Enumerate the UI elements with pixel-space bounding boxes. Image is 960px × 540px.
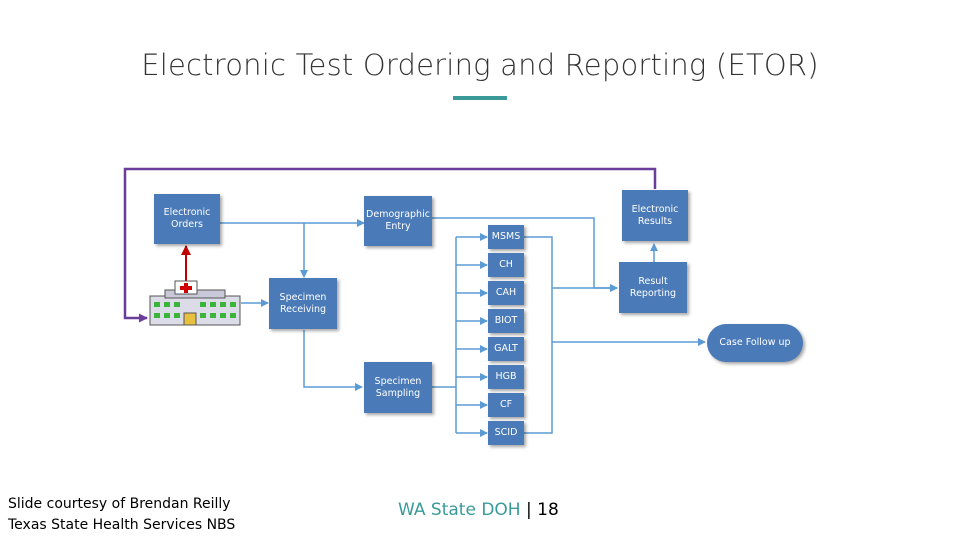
flow-tests-to-reporting: [524, 236, 553, 434]
flow-demographic-to-reporting: [432, 217, 618, 292]
test-hgb: HGB: [488, 365, 524, 389]
test-cah: CAH: [488, 281, 524, 305]
node-specimen-receiving: Specimen Receiving: [269, 278, 337, 329]
node-case-follow-up: Case Follow up: [707, 324, 803, 362]
hospital-icon: [149, 280, 241, 326]
node-demographic-entry: Demographic Entry: [364, 196, 432, 246]
page-number: 18: [537, 500, 559, 520]
title-accent-rule: [453, 96, 507, 100]
test-cf: CF: [488, 393, 524, 417]
slide-title: Electronic Test Ordering and Reporting (…: [141, 48, 819, 82]
test-galt: GALT: [488, 337, 524, 361]
footer-org: WA State DOH: [398, 500, 521, 520]
node-specimen-sampling: Specimen Sampling: [364, 362, 432, 413]
test-biot: BIOT: [488, 309, 524, 333]
node-electronic-orders: Electronic Orders: [154, 194, 220, 244]
results-feedback-loop: [123, 167, 657, 323]
test-ch: CH: [488, 253, 524, 277]
credit-line-1: Slide courtesy of Brendan Reilly: [8, 496, 231, 512]
test-scid: SCID: [488, 421, 524, 445]
credit-line-2: Texas State Health Services NBS: [8, 517, 236, 533]
footer-separator: |: [520, 500, 538, 520]
slide-credit: Slide courtesy of Brendan Reilly Texas S…: [8, 494, 235, 536]
node-result-reporting: Result Reporting: [619, 262, 687, 313]
test-msms: MSMS: [488, 225, 524, 249]
node-electronic-results: Electronic Results: [622, 190, 688, 241]
flow-receiving-to-sampling: [303, 330, 363, 391]
footer-page-info: WA State DOH | 18: [398, 500, 559, 520]
